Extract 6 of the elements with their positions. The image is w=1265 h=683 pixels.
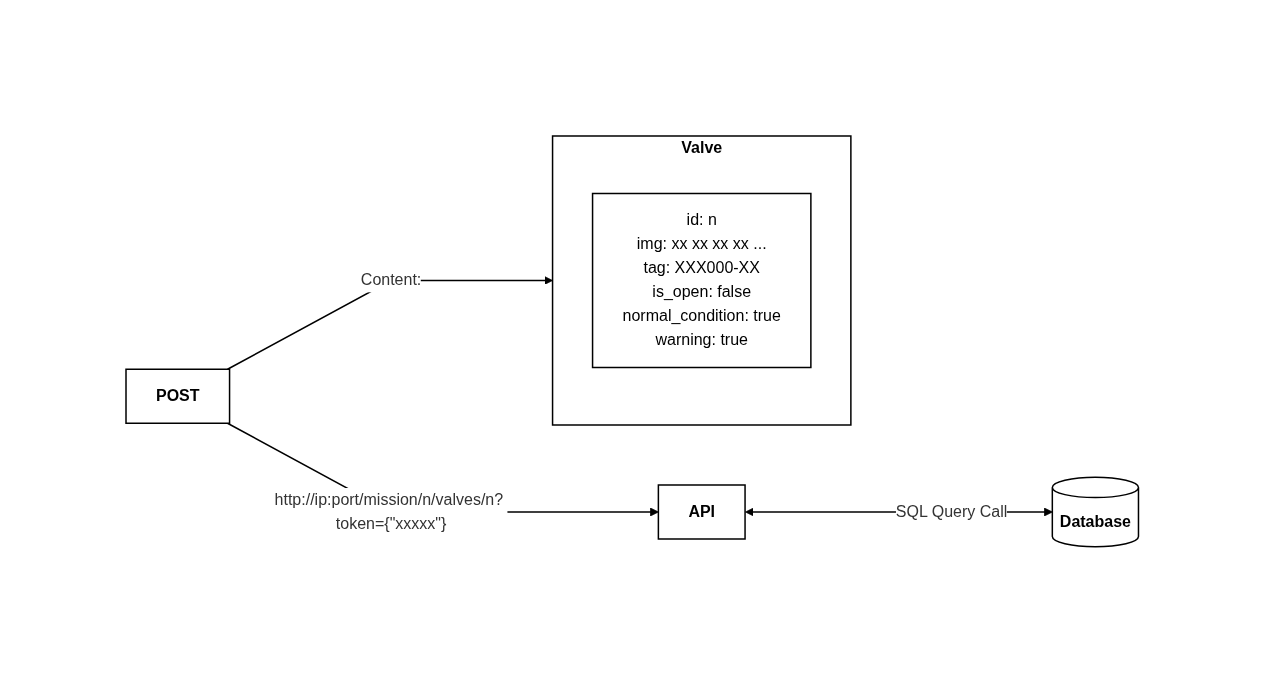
edge-label: SQL Query Call [896,503,1008,521]
node-box: id: n img: xx xx xx xx ... tag: XXX000-XX is_open: false normal_condition: true warning: true [592,192,812,369]
node-box: API [657,484,747,540]
edge-label: http://ip:port/mission/n/valves/n? token={"xxxxx"} [274,491,504,533]
node-box: POST [125,368,231,425]
edge-label: Content: [361,271,422,289]
